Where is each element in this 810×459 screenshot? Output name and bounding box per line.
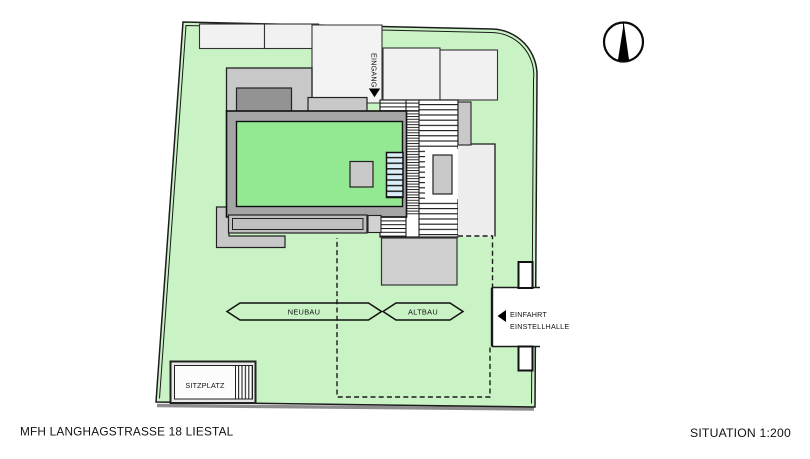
north-compass-icon (602, 21, 645, 63)
neubau-nw-volume (235, 87, 293, 114)
neubau-building (215, 67, 408, 249)
einfahrt-label-line1: EINFAHRT (510, 310, 547, 319)
einfahrt-entrance: EINFAHRT EINSTELLHALLE (490, 261, 569, 372)
parking-strip-1 (198, 23, 266, 50)
altbau-banner (381, 302, 465, 321)
parking-strip-2 (263, 23, 320, 50)
underground-garage-outline (336, 235, 494, 398)
altbau-annex (457, 101, 472, 146)
sitzplatz-label: SITZPLATZ (185, 381, 225, 390)
einfahrt-arrow-icon (497, 310, 506, 322)
neubau-banner (225, 302, 383, 321)
roof-skylight (349, 160, 374, 188)
sitzplatz-area: SITZPLATZ (169, 360, 257, 404)
terrace-step (367, 214, 382, 234)
neubau-south-terrace (227, 214, 368, 234)
north-court-2 (439, 49, 499, 101)
altbau-banner-label: ALTBAU (408, 307, 438, 316)
eingang-label: EINGANG (370, 53, 379, 88)
altbau-chimney (432, 154, 453, 195)
exterior-stairs-altbau-roof (379, 99, 459, 238)
gate-post-south (517, 345, 534, 372)
einfahrt-label-line2: EINSTELLHALLE (510, 322, 569, 331)
street-edge (156, 403, 535, 411)
solar-panel-strip (385, 151, 404, 199)
forecourt (380, 237, 458, 286)
site-boundary-inner-line (159, 24, 535, 404)
terrace-inner-line (232, 218, 364, 230)
scale-title: SITUATION 1:200 (690, 426, 791, 440)
garage-ramp (458, 144, 495, 237)
project-title: MFH LANGHAGSTRASSE 18 LIESTAL (20, 425, 234, 439)
neubau-banner-label: NEUBAU (288, 307, 321, 316)
neubau-green-roof (235, 120, 404, 208)
eingang-arrow-icon (368, 88, 381, 98)
gate-post-north (517, 261, 534, 289)
north-court-1 (382, 47, 441, 101)
